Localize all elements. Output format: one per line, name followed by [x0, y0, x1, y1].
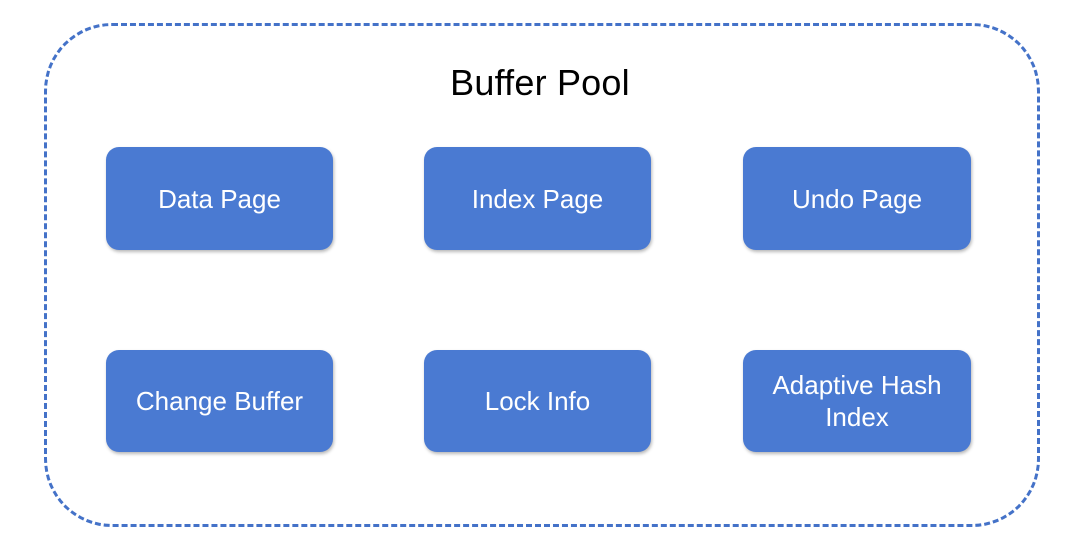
node-adaptive-hash-index-label: Adaptive Hash Index [772, 370, 942, 432]
node-undo-page[interactable]: Undo Page [743, 147, 971, 250]
node-lock-info[interactable]: Lock Info [424, 350, 651, 452]
node-index-page[interactable]: Index Page [424, 147, 651, 250]
node-lock-info-label: Lock Info [484, 386, 591, 416]
node-data-page-label: Data Page [158, 183, 281, 214]
node-change-buffer[interactable]: Change Buffer [106, 350, 333, 452]
node-index-page-label: Index Page [471, 183, 604, 214]
node-undo-page-label: Undo Page [791, 183, 923, 214]
page-title: Buffer Pool [450, 62, 630, 103]
buffer-pool-container [44, 23, 1040, 527]
node-change-buffer-label: Change Buffer [135, 386, 304, 416]
node-adaptive-hash-index[interactable]: Adaptive Hash Index [743, 350, 971, 452]
node-data-page[interactable]: Data Page [106, 147, 333, 250]
